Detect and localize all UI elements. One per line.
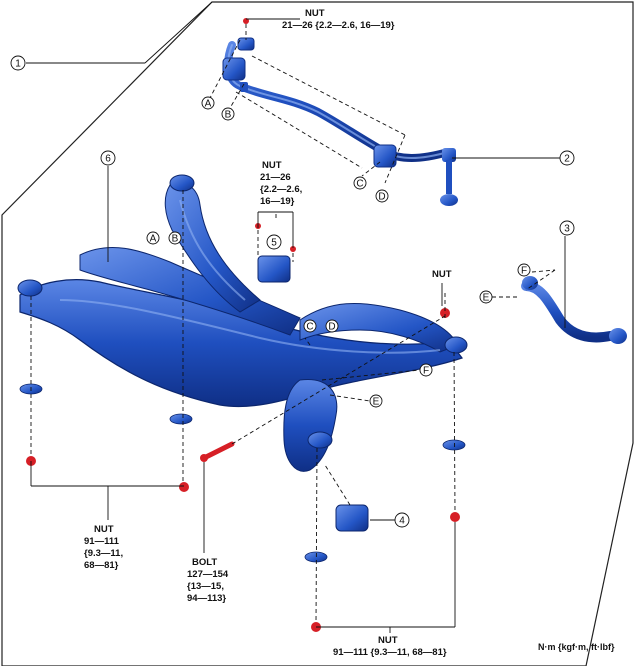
svg-text:E: E <box>373 397 380 408</box>
letter-d-top: D <box>375 189 389 203</box>
callout-5: 5 <box>266 234 282 250</box>
callout-3: 3 <box>559 220 575 236</box>
svg-text:B: B <box>225 110 232 121</box>
svg-text:C: C <box>356 179 363 190</box>
letter-e-crossmember: E <box>369 394 383 408</box>
svg-text:68—81}: 68—81} <box>84 560 119 571</box>
torque-bolt: BOLT 127—154 {13—15, 94—113} <box>187 557 229 604</box>
letter-e-arm: E <box>479 290 493 304</box>
torque-rear-nut-left: NUT 91—111 {9.3—11, 68—81} <box>84 524 123 571</box>
svg-text:91—111 {9.3—11, 68—81}: 91—111 {9.3—11, 68—81} <box>333 647 447 658</box>
letter-d-crossmember: D <box>325 319 339 333</box>
torque-rear-nut-bottom: NUT 91—111 {9.3—11, 68—81} <box>333 635 447 658</box>
svg-text:NUT: NUT <box>262 160 282 171</box>
bracket-part5 <box>257 255 291 283</box>
svg-text:NUT: NUT <box>94 524 114 535</box>
callout-6: 6 <box>100 150 116 166</box>
crossmember <box>17 174 468 472</box>
svg-text:A: A <box>205 99 212 110</box>
letter-b-top: B <box>221 107 235 121</box>
svg-text:NUT: NUT <box>432 269 452 280</box>
svg-text:{13—15,: {13—15, <box>187 581 224 592</box>
torque-arm-nut: NUT <box>432 269 452 280</box>
upper-arm <box>521 276 627 344</box>
svg-text:127—154: 127—154 <box>187 569 229 580</box>
letter-a-top: A <box>201 96 215 110</box>
letter-f-crossmember: F <box>419 363 433 377</box>
bushing-part4 <box>335 504 369 532</box>
letter-b-crossmember: B <box>168 231 182 245</box>
svg-text:5: 5 <box>271 238 277 249</box>
svg-text:2: 2 <box>564 154 570 165</box>
callout-2: 2 <box>559 150 575 166</box>
svg-text:4: 4 <box>399 516 405 527</box>
svg-text:B: B <box>172 234 179 245</box>
svg-text:1: 1 <box>15 59 21 70</box>
svg-text:F: F <box>423 366 429 377</box>
solid-leaders <box>26 1 566 633</box>
letter-a-crossmember: A <box>146 231 160 245</box>
torque-link-nut: NUT 21—26 {2.2—2.6, 16—19} <box>260 160 302 207</box>
letter-c-top: C <box>353 176 367 190</box>
letter-c-crossmember: C <box>303 319 317 333</box>
svg-text:BOLT: BOLT <box>192 557 217 568</box>
unit-note: N·m {kgf·m, ft·lbf} <box>538 642 615 652</box>
svg-text:NUT: NUT <box>305 8 325 19</box>
svg-text:{9.3—11,: {9.3—11, <box>84 548 123 559</box>
fastener-dashed-leaders <box>30 190 456 623</box>
svg-text:D: D <box>378 192 385 203</box>
svg-text:A: A <box>150 234 157 245</box>
link-nut-marker-right <box>290 246 296 252</box>
svg-text:3: 3 <box>564 224 570 235</box>
washers <box>19 383 466 563</box>
svg-text:D: D <box>328 322 335 333</box>
letter-f-arm: F <box>517 263 531 277</box>
callout-4: 4 <box>394 512 410 528</box>
svg-text:E: E <box>483 293 490 304</box>
svg-text:16—19}: 16—19} <box>260 196 295 207</box>
callout-1: 1 <box>10 55 26 71</box>
upper-arm-leaders <box>492 269 556 298</box>
svg-text:21—26: 21—26 <box>260 172 291 183</box>
torque-stab-nut: NUT 21—26 {2.2—2.6, 16—19} <box>282 8 395 31</box>
svg-text:{2.2—2.6,: {2.2—2.6, <box>260 184 302 195</box>
stabilizer-bar <box>222 37 458 206</box>
stab-nut-marker <box>243 18 249 24</box>
svg-text:94—113}: 94—113} <box>187 593 226 604</box>
svg-text:6: 6 <box>105 154 111 165</box>
svg-text:91—111: 91—111 <box>84 536 120 547</box>
svg-text:NUT: NUT <box>378 635 398 646</box>
svg-text:F: F <box>521 266 527 277</box>
bolt <box>200 441 235 462</box>
svg-text:21—26 {2.2—2.6, 16—19}: 21—26 {2.2—2.6, 16—19} <box>282 20 395 31</box>
stabilizer-dashed-leaders <box>209 24 406 184</box>
svg-text:C: C <box>306 322 313 333</box>
